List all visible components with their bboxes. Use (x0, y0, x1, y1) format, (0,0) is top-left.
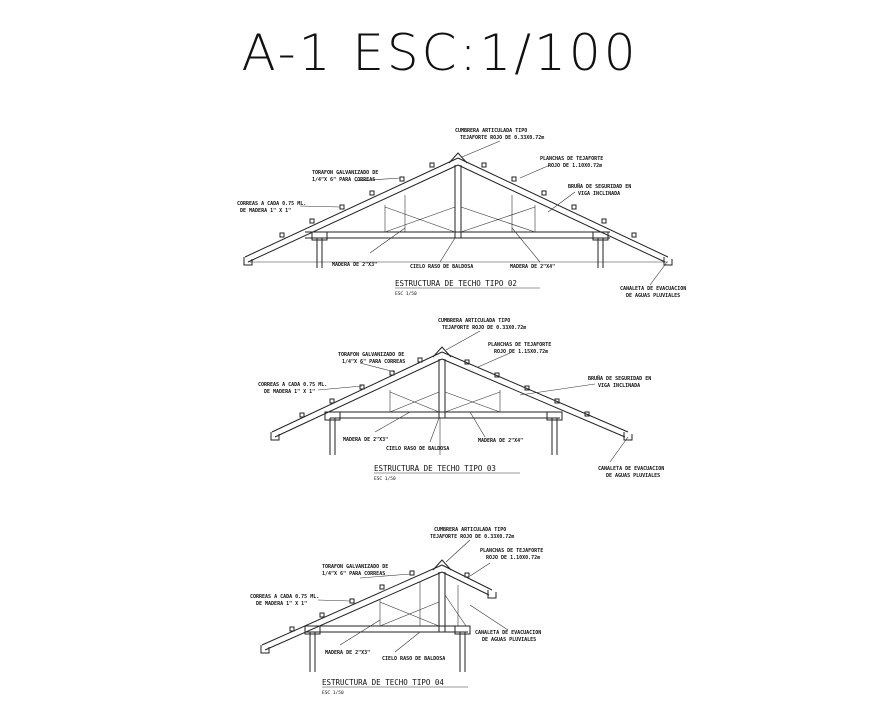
label-brace-spec: VIGA INCLINADA (578, 191, 620, 197)
label-ridge-cap-spec: TEJAFORTE ROJO DE 0.33X0.72m (460, 135, 544, 141)
label-roof-sheets: PLANCHAS DE TEJAFORTE (480, 548, 543, 554)
label-ceiling: CIELO RASO DE BALDOSA (386, 446, 449, 452)
truss-drawing (243, 140, 673, 286)
label-brace-spec: VIGA INCLINADA (598, 383, 640, 389)
roof-detail-tipo-02: CUMBRERA ARTICULADA TIPO TEJAFORTE ROJO … (237, 128, 686, 299)
sheet-title: A-1 ESC:1/100 (241, 24, 638, 82)
label-roof-sheets: PLANCHAS DE TEJAFORTE (540, 156, 603, 162)
truss-drawing (260, 539, 509, 672)
label-purlins-spec: DE MADERA 1" X 1" (264, 389, 315, 395)
label-bolt: TORAFON GALVANIZADO DE (322, 564, 388, 570)
label-brace: BRUÑA DE SEGURIDAD EN (568, 183, 631, 190)
label-roof-sheets-spec: ROJO DE 1.10X0.72m (548, 163, 602, 169)
label-purlins: CORREAS A CADA 0.75 ML. (237, 201, 306, 207)
label-roof-sheets-spec: ROJO DE 1.15X0.72m (494, 349, 548, 355)
label-ceiling: CIELO RASO DE BALDOSA (382, 656, 445, 662)
label-ceiling: CIELO RASO DE BALDOSA (410, 264, 473, 270)
label-gutter: CANALETA DE EVACUACION (620, 286, 686, 292)
label-gutter-spec: DE AGUAS PLUVIALES (606, 473, 660, 479)
label-ridge-cap-spec: TEJAFORTE ROJO DE 0.33X0.72m (430, 534, 514, 540)
detail-caption: ESTRUCTURA DE TECHO TIPO 03 (374, 464, 496, 473)
label-ridge-cap: CUMBRERA ARTICULADA TIPO (455, 128, 527, 134)
label-bolt: TORAFON GALVANIZADO DE (312, 170, 378, 176)
label-purlins-spec: DE MADERA 1" X 1" (240, 208, 291, 214)
label-gutter-spec: DE AGUAS PLUVIALES (482, 637, 536, 643)
detail-scale-note: ESC 1/50 (395, 291, 417, 297)
label-ridge-cap: CUMBRERA ARTICULADA TIPO (434, 527, 506, 533)
label-purlins: CORREAS A CADA 0.75 ML. (258, 382, 327, 388)
label-wood-b: MADERA DE 2"X4" (478, 438, 523, 444)
label-bolt-spec: 1/4"X 6" PARA CORREAS (322, 571, 385, 577)
label-bolt-spec: 1/4"X 6" PARA CORREAS (342, 359, 405, 365)
label-wood-a: MADERA DE 2"X3" (332, 262, 377, 268)
label-wood-a: MADERA DE 2"X3" (325, 650, 370, 656)
truss-drawing (270, 330, 633, 463)
label-ridge-cap: CUMBRERA ARTICULADA TIPO (438, 318, 510, 324)
roof-detail-tipo-04: CUMBRERA ARTICULADA TIPO TEJAFORTE ROJO … (250, 527, 543, 696)
label-gutter: CANALETA DE EVACUACION (598, 466, 664, 472)
label-bolt-spec: 1/4"X 6" PARA CORREAS (312, 177, 375, 183)
label-ridge-cap-spec: TEJAFORTE ROJO DE 0.33X0.72m (442, 325, 526, 331)
roof-detail-tipo-03: CUMBRERA ARTICULADA TIPO TEJAFORTE ROJO … (258, 318, 664, 482)
detail-scale-note: ESC 1/50 (374, 476, 396, 482)
label-purlins: CORREAS A CADA 0.75 ML. (250, 594, 319, 600)
detail-caption: ESTRUCTURA DE TECHO TIPO 02 (395, 279, 517, 288)
label-brace: BRUÑA DE SEGURIDAD EN (588, 375, 651, 382)
label-bolt: TORAFON GALVANIZADO DE (338, 352, 404, 358)
detail-scale-note: ESC 1/50 (322, 690, 344, 696)
label-gutter-spec: DE AGUAS PLUVIALES (626, 293, 680, 299)
label-roof-sheets-spec: ROJO DE 1.10X0.72m (486, 555, 540, 561)
detail-caption: ESTRUCTURA DE TECHO TIPO 04 (322, 678, 444, 687)
label-wood-a: MADERA DE 2"X3" (343, 437, 388, 443)
label-purlins-spec: DE MADERA 1" X 1" (256, 601, 307, 607)
label-roof-sheets: PLANCHAS DE TEJAFORTE (488, 342, 551, 348)
label-wood-b: MADERA DE 2"X4" (510, 264, 555, 270)
label-gutter: CANALETA DE EVACUACION (475, 630, 541, 636)
